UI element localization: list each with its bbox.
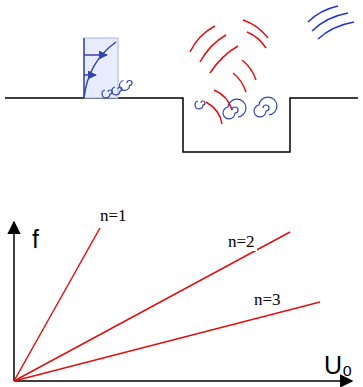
velocity-arrow: [84, 54, 107, 56]
mode-line: [14, 302, 320, 381]
series-label: n=3: [252, 290, 283, 309]
axis-label: U₀: [322, 352, 354, 379]
radiated-waves: [308, 6, 354, 39]
velocity-arrow: [84, 74, 96, 76]
axis-label: f: [30, 226, 41, 253]
vortices: [102, 81, 277, 119]
acoustic-waves: [190, 20, 268, 124]
x-axis: [14, 380, 352, 382]
profile-axis: [83, 38, 85, 98]
series-label: n=1: [98, 206, 129, 225]
mode-line: [14, 232, 290, 381]
cavity-wall: [5, 98, 358, 152]
series-label: n=2: [226, 232, 257, 251]
velocity-profile: [84, 42, 116, 98]
y-axis: [13, 222, 15, 381]
